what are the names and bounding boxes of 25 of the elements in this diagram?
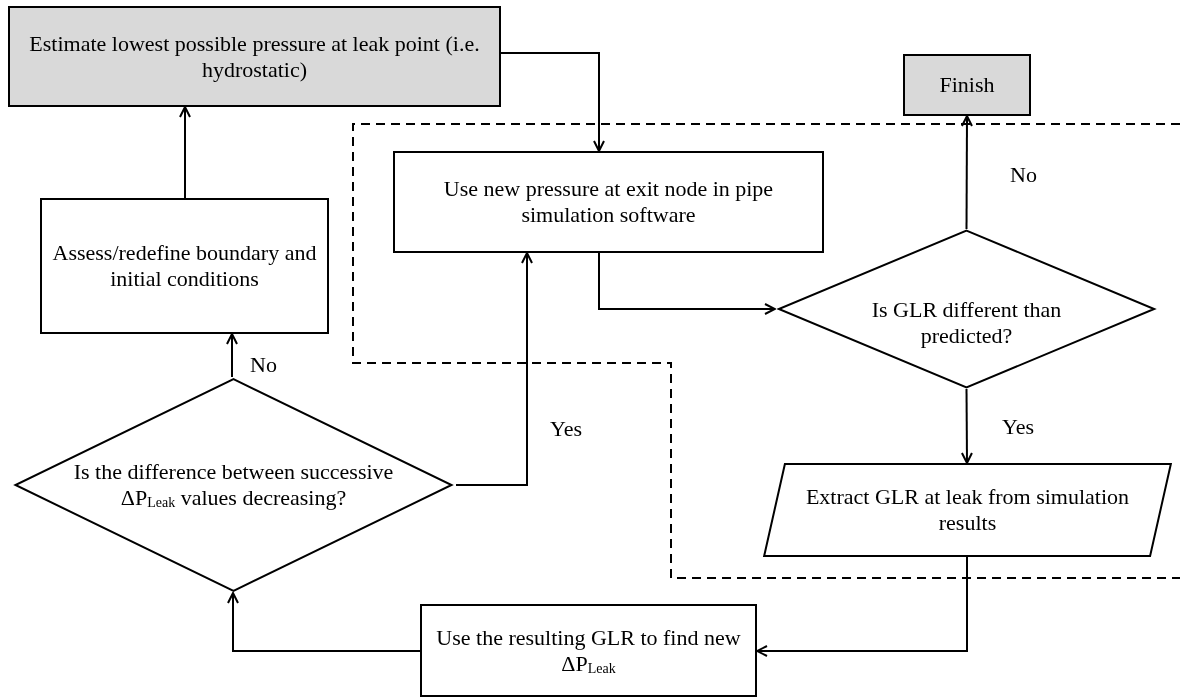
arrow xyxy=(598,252,776,315)
node-text: Assess/redefine boundary and initial conditions xyxy=(51,240,318,292)
data-parallelogram xyxy=(760,463,1175,557)
arrow xyxy=(226,333,238,378)
process-box xyxy=(393,151,824,253)
node-text: Is the difference between successive ΔP$_{Leak}$ values decreasing? xyxy=(72,459,395,511)
arrow xyxy=(960,388,973,464)
node-text: Finish xyxy=(938,72,996,98)
arrow xyxy=(227,592,421,652)
node-text: Estimate lowest possible pressure at leak point (i.e. hydrostatic) xyxy=(28,30,481,83)
decision-diamond xyxy=(11,377,456,593)
process-box xyxy=(40,198,329,334)
process-box xyxy=(8,6,501,107)
node-text: Is GLR different than predicted? xyxy=(870,296,1063,349)
node-text: Extract GLR at leak from simulation results xyxy=(804,484,1131,536)
process-box xyxy=(903,54,1031,116)
process-box xyxy=(420,604,757,697)
arrow xyxy=(756,556,968,657)
node-text: Use new pressure at exit node in pipe simulation software xyxy=(442,176,775,228)
node-text: Use the resulting GLR to find new ΔP$_{Leak}$ xyxy=(435,624,742,677)
arrow xyxy=(500,52,605,152)
arrow xyxy=(179,106,191,199)
decision-diamond xyxy=(775,229,1158,389)
arrow xyxy=(960,115,973,230)
arrow xyxy=(455,252,533,486)
